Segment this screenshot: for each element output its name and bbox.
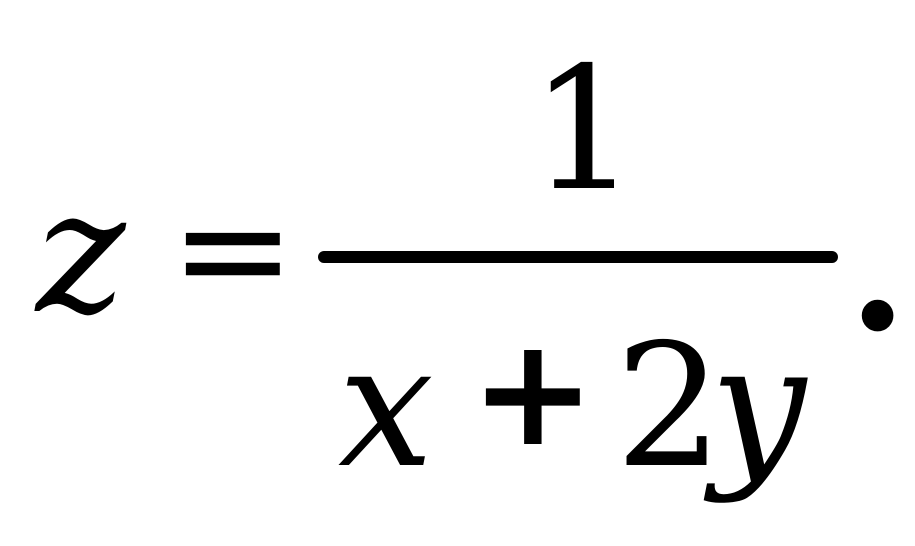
denominator-variable-x: x	[338, 308, 434, 506]
period: .	[848, 170, 908, 370]
plus-sign: +	[470, 306, 596, 480]
numerator: 1	[530, 31, 639, 229]
equals-sign: =	[170, 163, 296, 337]
denominator-variable-y: y	[710, 308, 807, 506]
variable-z: z	[36, 154, 126, 352]
denominator-coefficient: 2	[615, 308, 724, 506]
fraction-bar	[318, 251, 838, 263]
